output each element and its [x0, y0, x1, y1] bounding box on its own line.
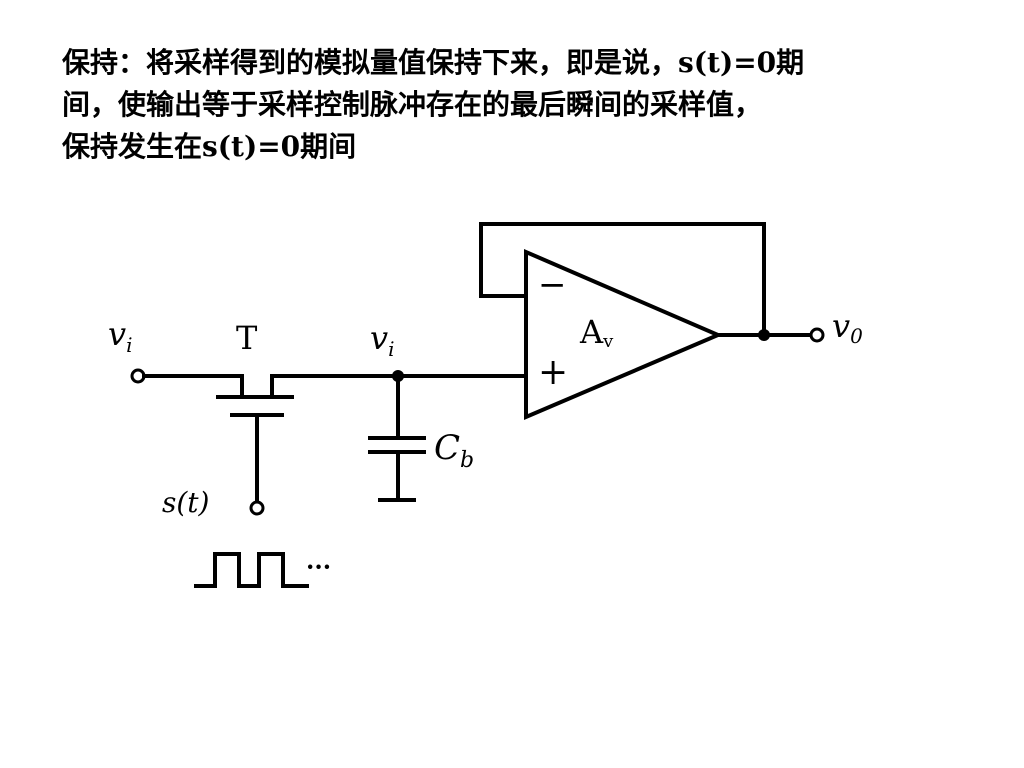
amplifier-label: Av	[579, 313, 614, 352]
description-line-2: 间，使输出等于采样控制脉冲存在的最后瞬间的采样值，	[62, 88, 763, 121]
description-line-3: 保持发生在s(t)=0期间	[62, 130, 357, 163]
pulse-waveform	[194, 552, 309, 588]
noninverting-sign: +	[538, 352, 568, 393]
input-wire	[142, 374, 244, 395]
pulse-ellipsis: ···	[306, 552, 331, 581]
control-signal-label: s(t)	[162, 486, 209, 519]
input-label: vi	[108, 315, 132, 357]
output-terminal	[809, 327, 825, 343]
description-text: 保持：将采样得到的模拟量值保持下来，即是说，s(t)=0期 间，使输出等于采样控…	[62, 42, 962, 168]
op-amp-triangle	[524, 248, 724, 421]
switch-label: T	[236, 319, 258, 357]
control-terminal	[249, 500, 265, 516]
inverting-sign: −	[538, 265, 567, 305]
switch-drain-wire	[270, 374, 400, 395]
description-line-1: 保持：将采样得到的模拟量值保持下来，即是说，s(t)=0期	[62, 46, 805, 79]
node-label: vi	[370, 319, 394, 361]
output-label: v0	[832, 307, 863, 348]
feedback-wire	[479, 222, 766, 337]
capacitor-label: Cb	[434, 428, 474, 473]
